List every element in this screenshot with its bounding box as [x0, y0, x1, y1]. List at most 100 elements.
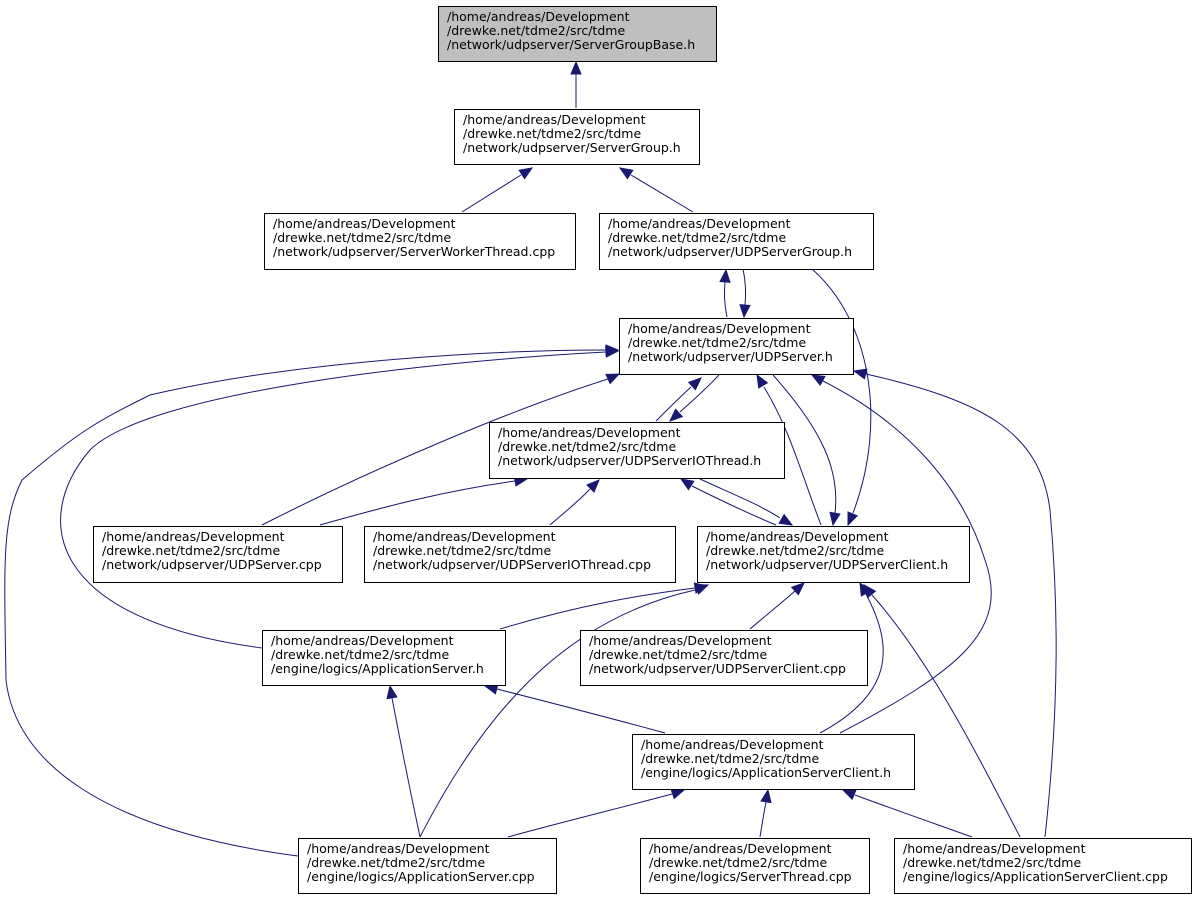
edge-udp-server-h-to-udp-server-client-h: [772, 374, 841, 527]
node-box[interactable]: [894, 838, 1192, 894]
edge-line: [391, 697, 421, 838]
node-box[interactable]: [580, 630, 868, 686]
node-box[interactable]: [454, 109, 700, 165]
node-label-line: /network/udpserver/UDPServerIOThread.h: [498, 453, 761, 468]
node-label-line: /network/udpserver/UDPServerIOThread.cpp: [373, 557, 651, 572]
node-label-line: /drewke.net/tdme2/src/tdme: [463, 126, 641, 141]
edge-application-server-client-h-to-application-server-h: [483, 683, 666, 734]
edge-line: [655, 386, 692, 422]
edge-udp-server-io-thread-h-to-udp-server-h: [655, 377, 702, 422]
node-label-line: /home/andreas/Development: [273, 216, 456, 231]
edge-line: [763, 386, 822, 526]
node-box[interactable]: [262, 630, 506, 686]
node-box[interactable]: [619, 318, 854, 375]
node-udp-server-client-cpp[interactable]: /home/andreas/Development/drewke.net/tdm…: [580, 630, 868, 686]
node-label-line: /home/andreas/Development: [641, 737, 824, 752]
edge-application-server-h-to-udp-server-client-h: [499, 582, 709, 630]
edge-line: [772, 374, 837, 514]
arrowhead: [605, 344, 620, 356]
edge-line: [496, 688, 666, 734]
node-label-line: /home/andreas/Development: [447, 9, 630, 24]
node-application-server-h[interactable]: /home/andreas/Development/drewke.net/tdm…: [262, 630, 506, 686]
arrowhead: [669, 408, 684, 422]
node-label-line: /engine/logics/ApplicationServer.h: [271, 661, 484, 676]
edge-line: [854, 794, 973, 838]
node-label-line: /home/andreas/Development: [498, 425, 681, 440]
edge-application-server-cpp-to-udp-server-h: [4, 344, 620, 857]
edge-udp-server-io-thread-cpp-to-udp-server-io-thread-h: [549, 479, 600, 526]
node-server-group-h[interactable]: /home/andreas/Development/drewke.net/tdm…: [454, 109, 700, 165]
edge-application-server-h-to-udp-server-h: [60, 346, 620, 649]
node-box[interactable]: [264, 213, 576, 270]
arrowhead: [670, 788, 686, 800]
node-label-line: /home/andreas/Development: [373, 529, 556, 544]
node-label-line: /drewke.net/tdme2/src/tdme: [903, 855, 1081, 870]
node-label-line: /drewke.net/tdme2/src/tdme: [706, 543, 884, 558]
node-label-line: /network/udpserver/ServerGroupBase.h: [447, 37, 695, 52]
edge-line: [759, 801, 767, 838]
node-box[interactable]: [364, 526, 676, 583]
node-udp-server-group-h[interactable]: /home/andreas/Development/drewke.net/tdm…: [599, 213, 874, 270]
node-label-line: /home/andreas/Development: [307, 841, 490, 856]
edge-line: [749, 590, 796, 630]
edge-line: [60, 351, 607, 649]
node-box[interactable]: [438, 6, 717, 62]
node-label-line: /drewke.net/tdme2/src/tdme: [628, 335, 806, 350]
node-udp-server-cpp[interactable]: /home/andreas/Development/drewke.net/tdm…: [93, 526, 343, 583]
node-application-server-client-h[interactable]: /home/andreas/Development/drewke.net/tdm…: [632, 734, 915, 790]
edge-udp-server-cpp-to-udp-server-io-thread-h: [319, 475, 529, 526]
node-label-line: /drewke.net/tdme2/src/tdme: [271, 647, 449, 662]
edge-line: [871, 594, 1021, 838]
node-label-line: /home/andreas/Development: [589, 633, 772, 648]
arrowhead: [719, 268, 731, 283]
node-udp-server-h[interactable]: /home/andreas/Development/drewke.net/tdm…: [619, 318, 854, 375]
edge-line: [419, 589, 696, 838]
node-server-group-base-h[interactable]: /home/andreas/Development/drewke.net/tdm…: [438, 6, 717, 62]
node-udp-server-client-h[interactable]: /home/andreas/Development/drewke.net/tdm…: [697, 526, 970, 583]
arrowhead: [756, 373, 769, 389]
node-label-line: /network/udpserver/ServerWorkerThread.cp…: [273, 244, 555, 259]
node-label-line: /home/andreas/Development: [628, 321, 811, 336]
edge-application-server-cpp-to-udp-server-client-h: [419, 584, 710, 838]
edge-line: [819, 593, 884, 734]
node-udp-server-io-thread-h[interactable]: /home/andreas/Development/drewke.net/tdm…: [489, 422, 785, 479]
node-box[interactable]: [697, 526, 970, 583]
node-box[interactable]: [599, 213, 874, 270]
node-label-line: /engine/logics/ApplicationServerClient.h: [641, 765, 891, 780]
arrowhead: [679, 478, 695, 491]
node-label-line: /home/andreas/Development: [271, 633, 454, 648]
node-label-line: /home/andreas/Development: [463, 112, 646, 127]
edge-line: [461, 174, 522, 213]
edge-line: [261, 378, 609, 526]
edge-application-server-client-cpp-to-udp-server-client-h: [863, 583, 1021, 838]
node-server-worker-thread-cpp[interactable]: /home/andreas/Development/drewke.net/tdm…: [264, 213, 576, 270]
arrowhead: [694, 584, 710, 595]
node-box[interactable]: [640, 838, 870, 894]
edge-line: [499, 587, 696, 630]
node-label-line: /home/andreas/Development: [649, 841, 832, 856]
edge-udp-server-group-h-to-udp-server-client-h: [811, 268, 872, 527]
node-label-line: /network/udpserver/ServerGroup.h: [463, 140, 681, 155]
node-application-server-cpp[interactable]: /home/andreas/Development/drewke.net/tdm…: [298, 838, 557, 894]
node-server-thread-cpp[interactable]: /home/andreas/Development/drewke.net/tdm…: [640, 838, 870, 894]
node-label-line: /drewke.net/tdme2/src/tdme: [307, 855, 485, 870]
node-box[interactable]: [632, 734, 915, 790]
edge-line: [4, 349, 607, 857]
edge-server-thread-cpp-to-application-server-client-h: [759, 788, 772, 838]
edge-line: [549, 488, 591, 526]
edge-line: [507, 793, 673, 838]
arrowhead: [847, 511, 859, 527]
node-box[interactable]: [298, 838, 557, 894]
node-application-server-client-cpp[interactable]: /home/andreas/Development/drewke.net/tdm…: [894, 838, 1192, 894]
arrowhead: [778, 513, 794, 526]
node-label-line: /network/udpserver/UDPServerClient.h: [706, 557, 948, 572]
node-box[interactable]: [489, 422, 785, 479]
arrowhead: [760, 788, 772, 804]
node-box[interactable]: [93, 526, 343, 583]
node-udp-server-io-thread-cpp[interactable]: /home/andreas/Development/drewke.net/tdm…: [364, 526, 676, 583]
edge-line: [630, 174, 694, 213]
edge-line: [679, 374, 720, 413]
edge-udp-server-h-to-udp-server-group-h: [719, 268, 731, 318]
arrowhead: [739, 304, 751, 319]
